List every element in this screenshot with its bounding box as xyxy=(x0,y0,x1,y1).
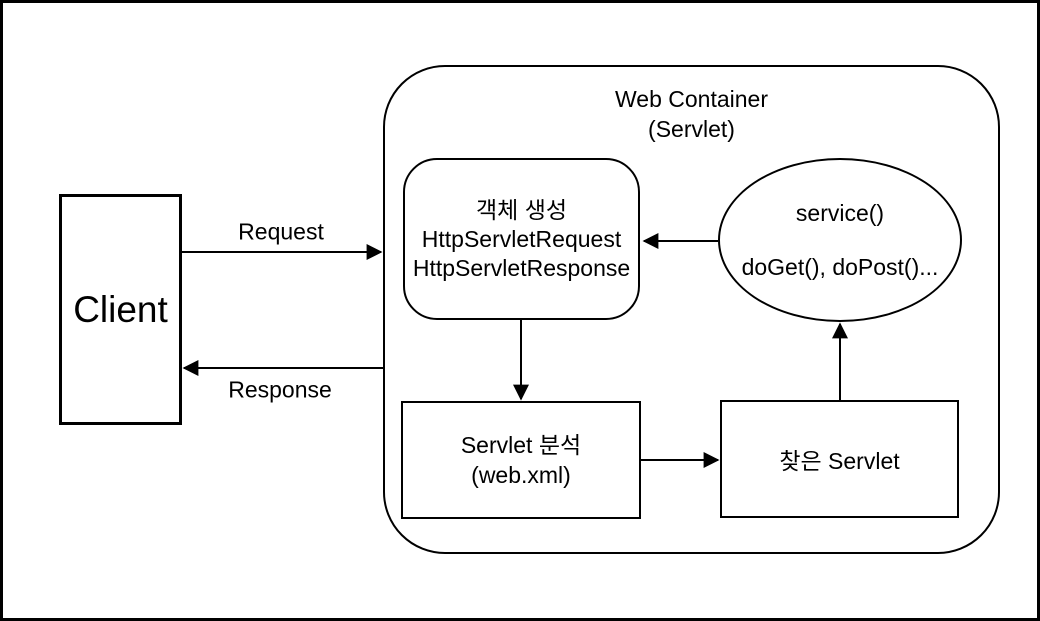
found-servlet-label: 찾은 Servlet xyxy=(779,448,900,474)
object-creation-line2: HttpServletRequest xyxy=(421,225,622,252)
object-creation-line1: 객체 생성 xyxy=(475,196,568,223)
web-container-title: Web Container (Servlet) xyxy=(383,84,1000,144)
request-arrow-label: Request xyxy=(238,218,324,245)
web-container-title-line2: (Servlet) xyxy=(648,116,735,142)
response-arrow-label: Response xyxy=(228,376,332,403)
service-line2: doGet(), doPost()... xyxy=(741,253,939,280)
service-node: service() doGet(), doPost()... xyxy=(718,158,962,322)
found-servlet-node: 찾은 Servlet xyxy=(720,400,959,518)
web-container-title-line1: Web Container xyxy=(615,86,768,112)
servlet-analysis-node: Servlet 분석 (web.xml) xyxy=(401,401,641,519)
client-node: Client xyxy=(59,194,182,425)
arrows-layer xyxy=(182,233,848,468)
service-line1: service() xyxy=(795,199,885,226)
object-creation-line3: HttpServletResponse xyxy=(412,254,631,281)
servlet-analysis-line1: Servlet 분석 xyxy=(460,432,582,458)
servlet-analysis-line2: (web.xml) xyxy=(471,462,571,488)
object-creation-node: 객체 생성 HttpServletRequest HttpServletResp… xyxy=(403,158,640,320)
client-label: Client xyxy=(73,288,168,330)
